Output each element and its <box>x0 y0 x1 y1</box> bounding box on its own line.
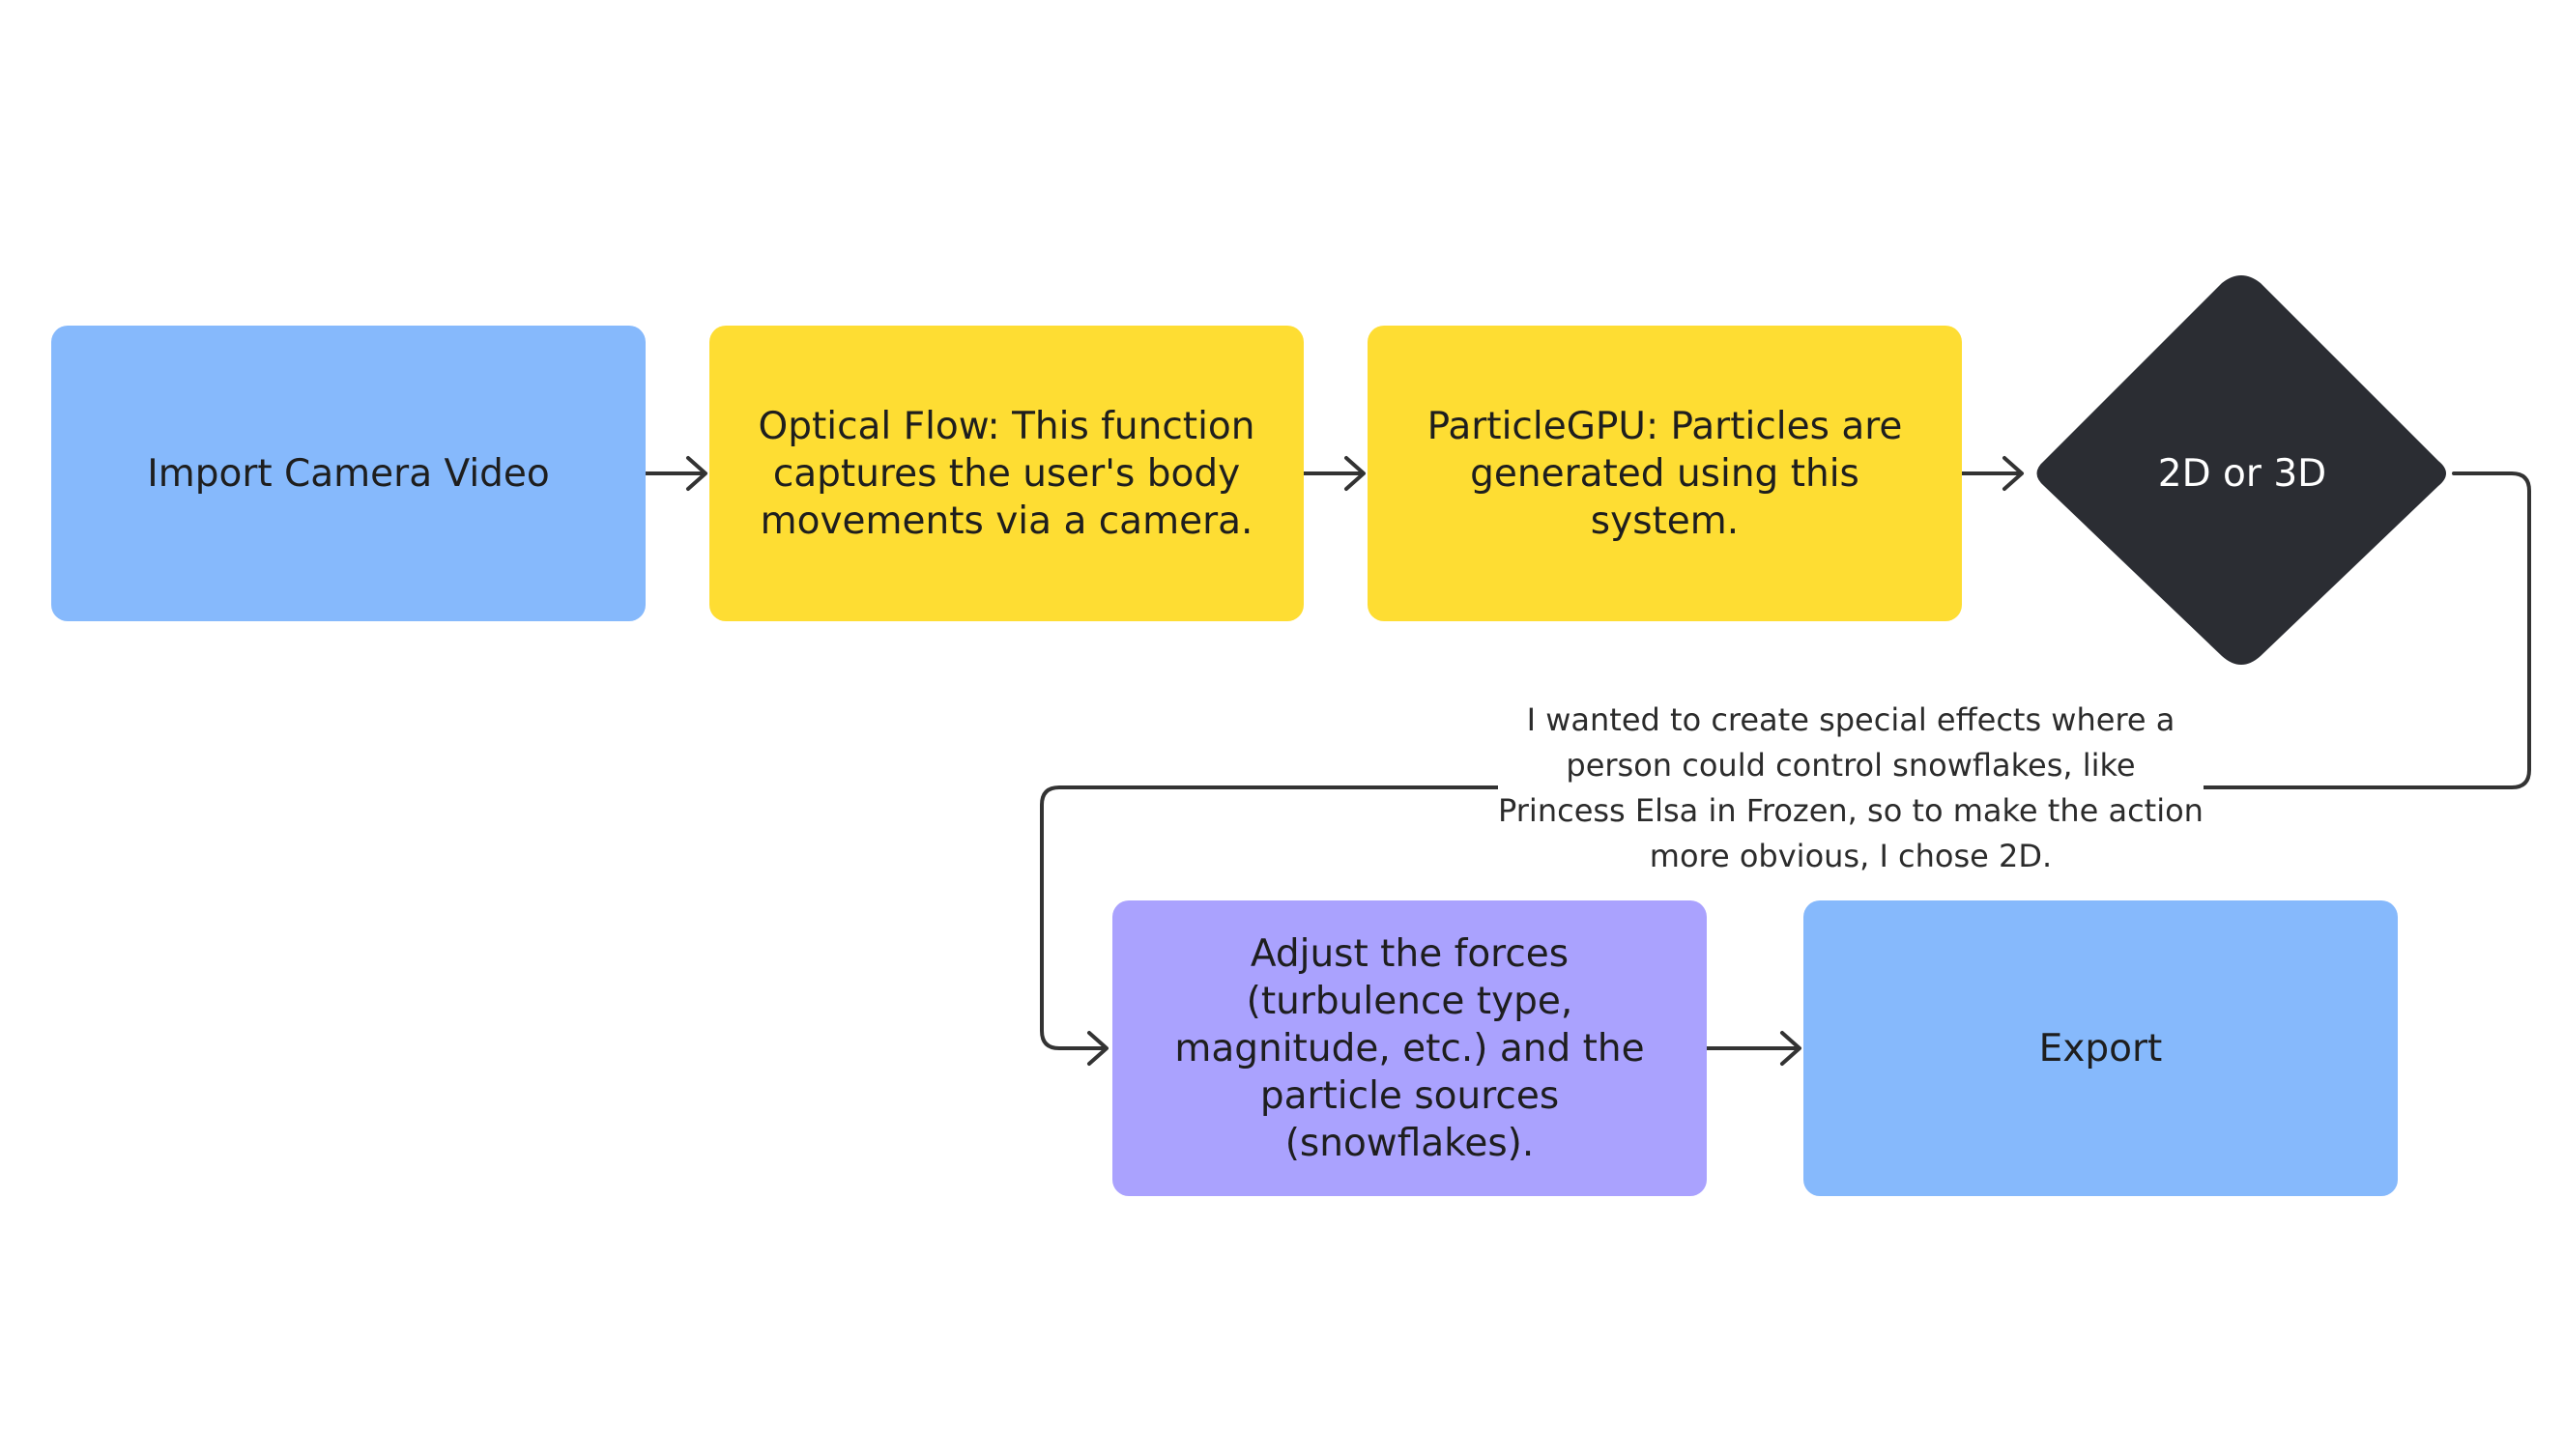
node-label: Optical Flow: This function captures the… <box>758 404 1255 543</box>
node-export[interactable]: Export <box>1803 900 2398 1196</box>
decision-diamond[interactable] <box>2036 275 2447 665</box>
arrowhead-icon <box>1344 456 1366 491</box>
arrowhead-icon <box>1780 1031 1801 1066</box>
arrowhead-icon <box>2002 456 2024 491</box>
node-import-camera-video[interactable]: Import Camera Video <box>51 326 646 621</box>
node-adjust-forces[interactable]: Adjust the forces (turbulence type, magn… <box>1112 900 1707 1196</box>
arrowhead-icon <box>686 456 707 491</box>
connector-annotation: I wanted to create special effects where… <box>1498 698 2204 879</box>
arrowhead-icon <box>1087 1031 1109 1066</box>
node-label: Import Camera Video <box>147 451 550 496</box>
node-label: ParticleGPU: Particles are generated usi… <box>1426 404 1903 543</box>
node-label: Adjust the forces (turbulence type, magn… <box>1174 931 1645 1165</box>
node-particle-gpu[interactable]: ParticleGPU: Particles are generated usi… <box>1368 326 1962 621</box>
node-label: Export <box>2038 1026 2163 1071</box>
node-optical-flow[interactable]: Optical Flow: This function captures the… <box>709 326 1304 621</box>
decision-label: 2D or 3D <box>2157 451 2327 496</box>
